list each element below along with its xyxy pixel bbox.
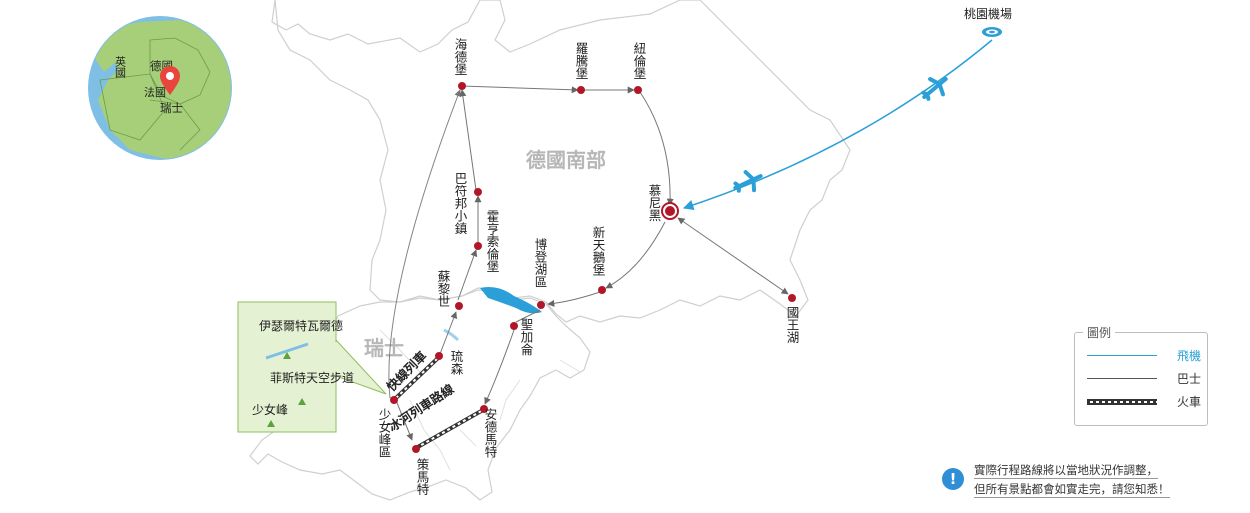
city-label-hohenzollern: 霍亨索倫堡 — [485, 210, 500, 273]
bus-routes — [388, 85, 789, 441]
mountain-icon — [283, 352, 291, 359]
region-label-germany: 德國南部 — [526, 148, 606, 172]
notice-line-2: 但所有景點都會如實走完，請您知悉！ — [974, 482, 1170, 498]
mountain-icon — [267, 420, 275, 427]
info-icon: ! — [942, 468, 964, 490]
train-route-express — [394, 311, 458, 400]
city-label-stgallen: 聖加侖 — [519, 318, 534, 356]
train-line-swatch — [1087, 399, 1157, 405]
region-label-switzerland: 瑞士 — [364, 336, 404, 360]
lake-zurich — [443, 328, 460, 342]
city-dot-nuremberg — [634, 86, 642, 94]
locator-switzerland: 瑞士 — [160, 101, 183, 115]
city-label-nuremberg: 紐倫堡 — [632, 42, 647, 80]
city-label-jungfrau: 少女峰區 — [377, 408, 392, 458]
city-label-rothenburg: 羅騰堡 — [574, 42, 589, 80]
city-dot-hohenzollern — [474, 242, 482, 250]
valley-lines — [379, 329, 581, 471]
legend-row-bus: 巴士 — [1087, 370, 1201, 386]
mountain-icon — [298, 398, 306, 405]
locator-france: 法國 — [144, 85, 166, 99]
city-dot-jungfrau — [390, 396, 398, 404]
city-dot-heidelberg — [458, 82, 466, 90]
legend: 圖例 飛機 巴士 火車 — [1074, 324, 1208, 426]
airplane-icon — [921, 77, 948, 101]
bus-line-swatch — [1087, 378, 1157, 379]
city-label-zermatt: 策馬特 — [415, 457, 430, 496]
city-dot-zurich — [455, 302, 463, 310]
airport-label: 桃園機場 — [964, 6, 1012, 21]
city-label-bodensee: 博登湖區 — [533, 237, 548, 288]
flight-line-swatch — [1087, 355, 1157, 356]
legend-title: 圖例 — [1083, 324, 1116, 341]
inset-label-iseltwald: 伊瑟爾特瓦爾德 — [259, 318, 343, 333]
notice-line-1: 實際行程路線將以當地狀況作調整， — [974, 463, 1158, 479]
inset-panel: 伊瑟爾特瓦爾德 菲斯特天空步道 少女峰 — [237, 301, 387, 433]
legend-row-train: 火車 — [1087, 393, 1201, 409]
city-dot-rothenburg — [577, 86, 585, 94]
train-route-glacier — [415, 408, 484, 450]
city-label-heidelberg: 海德堡 — [453, 37, 468, 76]
city-label-neuschwanstein: 新天鵝堡 — [591, 225, 606, 276]
city-label-zurich: 蘇黎世 — [436, 270, 451, 308]
city-label-lucerne: 琉森 — [449, 350, 464, 376]
city-dot-zermatt — [412, 445, 420, 453]
locator-globe: 英國 德國 法國 瑞士 — [88, 16, 232, 160]
city-label-munich: 慕尼黑 — [647, 184, 662, 222]
city-dot-bodensee — [537, 301, 545, 309]
map-pin-icon — [160, 66, 180, 95]
city-dot-munich — [661, 202, 679, 220]
city-dot-konigssee — [788, 294, 796, 302]
city-dot-stgallen — [510, 322, 518, 330]
city-dot-babenhausen — [474, 188, 482, 196]
city-dot-andermatt — [480, 405, 488, 413]
city-dot-lucerne — [435, 352, 443, 360]
inset-label-jungfrau: 少女峰 — [252, 402, 288, 417]
flight-route — [683, 39, 993, 211]
legend-row-flight: 飛機 — [1087, 347, 1201, 363]
lake-bodensee — [480, 287, 542, 314]
notice: ! 實際行程路線將以當地狀況作調整， 但所有景點都會如實走完，請您知悉！ — [940, 460, 1230, 500]
city-dot-neuschwanstein — [598, 286, 606, 294]
city-dots — [390, 82, 796, 453]
locator-uk: 英國 — [114, 55, 127, 79]
city-label-babenhausen: 巴符邦小鎮 — [453, 172, 468, 235]
city-label-andermatt: 安德馬特 — [483, 407, 498, 458]
city-label-konigssee: 國王湖 — [785, 306, 800, 344]
airplane-icon — [733, 170, 763, 193]
germany-border — [271, 0, 851, 323]
inset-label-first: 菲斯特天空步道 — [270, 370, 354, 385]
